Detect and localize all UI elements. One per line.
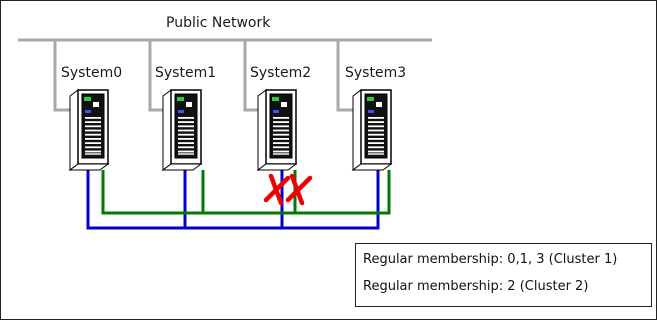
public-network bbox=[18, 38, 432, 112]
drive-bay bbox=[273, 121, 289, 123]
drive-bay bbox=[273, 146, 289, 149]
drive-bay bbox=[368, 138, 384, 140]
drive-bay bbox=[178, 121, 194, 123]
drive-bay bbox=[273, 150, 289, 153]
server-base bbox=[68, 163, 110, 171]
drive-bay bbox=[85, 150, 101, 153]
drive-bay bbox=[273, 117, 289, 119]
server-side-panel bbox=[257, 89, 267, 171]
private-link-green bbox=[101, 170, 391, 215]
drive-bay bbox=[85, 129, 101, 132]
drive-bay bbox=[368, 150, 384, 153]
system3-label: System3 bbox=[345, 65, 407, 81]
drive-bay bbox=[368, 117, 384, 119]
drive-bay bbox=[178, 117, 194, 119]
drive-bay bbox=[368, 142, 384, 144]
drive-bay bbox=[85, 121, 101, 123]
server-base bbox=[161, 163, 203, 171]
drive-bay bbox=[368, 129, 384, 132]
vent-slot bbox=[85, 153, 101, 155]
status-light-icon bbox=[177, 97, 184, 101]
status-light-icon bbox=[84, 97, 91, 101]
drive-bay bbox=[178, 125, 194, 128]
indicator-icon bbox=[186, 102, 192, 107]
drive-bay bbox=[85, 146, 101, 149]
drive-bay bbox=[178, 150, 194, 153]
drive-bay bbox=[273, 133, 289, 136]
server-system3[interactable] bbox=[351, 89, 393, 171]
drive-bay bbox=[178, 133, 194, 136]
vent-slot bbox=[178, 153, 194, 155]
drive-bay bbox=[85, 138, 101, 140]
drive-bay bbox=[85, 117, 101, 119]
drive-bay bbox=[85, 133, 101, 136]
drive-bay bbox=[273, 125, 289, 128]
drive-bay bbox=[273, 129, 289, 132]
indicator-icon bbox=[281, 102, 287, 107]
server-base bbox=[351, 163, 393, 171]
drive-bay bbox=[85, 125, 101, 128]
system0-label: System0 bbox=[61, 65, 123, 81]
public-network-label: Public Network bbox=[166, 15, 271, 31]
power-light-icon bbox=[273, 110, 279, 113]
drive-bay bbox=[85, 142, 101, 144]
power-light-icon bbox=[178, 110, 184, 113]
vent-slot bbox=[273, 153, 289, 155]
indicator-icon bbox=[93, 102, 99, 107]
power-light-icon bbox=[368, 110, 374, 113]
server-system0[interactable] bbox=[68, 89, 110, 171]
drive-bay bbox=[178, 142, 194, 144]
drive-bay bbox=[368, 125, 384, 128]
power-light-icon bbox=[85, 110, 91, 113]
server-side-panel bbox=[352, 89, 362, 171]
drive-bay bbox=[368, 121, 384, 123]
vent-slot bbox=[368, 153, 384, 155]
drive-bay bbox=[368, 133, 384, 136]
legend-cluster-2: Regular membership: 2 (Cluster 2) bbox=[363, 279, 589, 294]
drive-bay bbox=[368, 146, 384, 149]
server-side-panel bbox=[162, 89, 172, 171]
drive-bay bbox=[178, 138, 194, 140]
status-light-icon bbox=[367, 97, 374, 101]
server-base bbox=[256, 163, 298, 171]
status-light-icon bbox=[272, 97, 279, 101]
server-system2[interactable] bbox=[256, 89, 298, 171]
server-side-panel bbox=[69, 89, 79, 171]
drive-bay bbox=[178, 146, 194, 149]
drive-bay bbox=[178, 129, 194, 132]
drive-bay bbox=[273, 142, 289, 144]
system2-label: System2 bbox=[250, 65, 312, 81]
legend-cluster-1: Regular membership: 0,1, 3 (Cluster 1) bbox=[363, 252, 618, 267]
server-system1[interactable] bbox=[161, 89, 203, 171]
indicator-icon bbox=[376, 102, 382, 107]
link-failure-mark bbox=[263, 173, 313, 206]
membership-legend: Regular membership: 0,1, 3 (Cluster 1) R… bbox=[355, 243, 652, 307]
system1-label: System1 bbox=[155, 65, 217, 81]
drive-bay bbox=[273, 138, 289, 140]
private-link-blue bbox=[86, 170, 380, 230]
